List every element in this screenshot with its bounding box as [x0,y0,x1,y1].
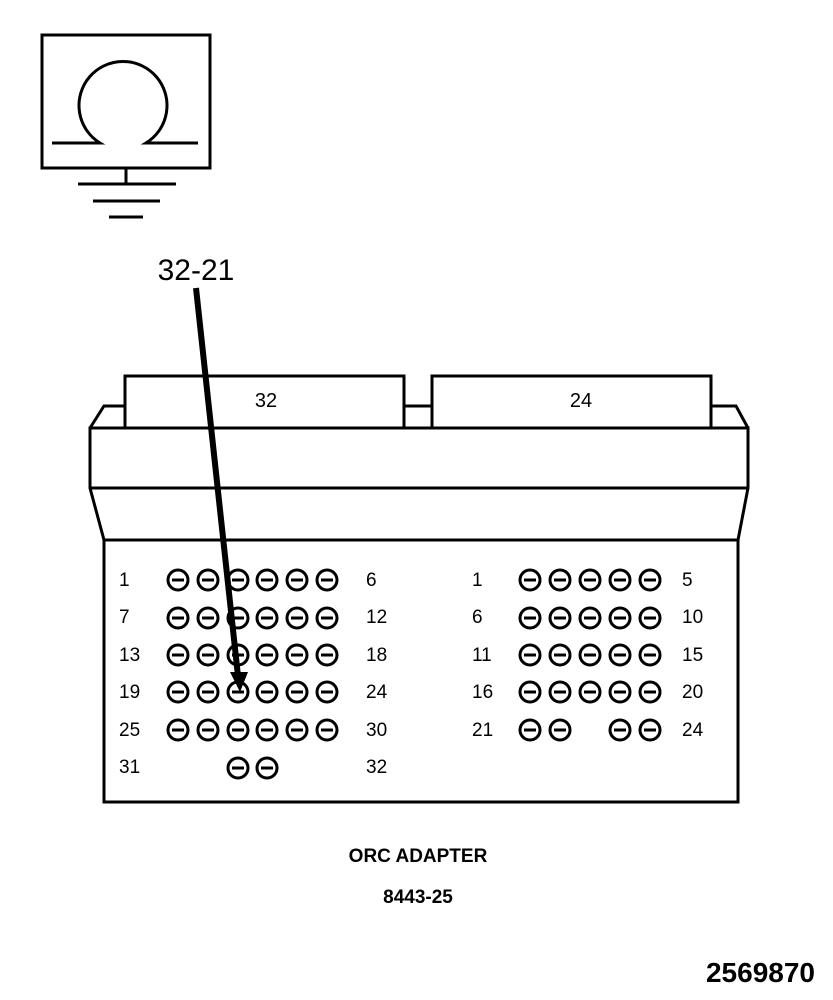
pin-socket [608,568,632,592]
pin-socket [285,606,309,630]
pin-socket [608,680,632,704]
pin-socket [548,718,572,742]
pin-socket [255,756,279,780]
pin-socket [226,718,250,742]
pin-socket [166,718,190,742]
pin-socket [196,606,220,630]
pin-socket [608,606,632,630]
pin-label: 25 [119,720,140,741]
pin-label: 1 [119,570,130,591]
pin-socket [518,606,542,630]
pin-label: 1 [472,570,483,591]
pin-label: 11 [472,645,492,666]
pin-label: 18 [366,645,387,666]
pin-socket [548,643,572,667]
pin-socket [196,643,220,667]
pin-label: 7 [119,607,130,628]
pin-socket [255,568,279,592]
pin-socket [638,606,662,630]
pin-socket [255,643,279,667]
adapter-shell [88,426,750,542]
pin-label: 20 [682,682,703,703]
connector-32-header-label: 32 [255,390,277,412]
pin-label: 6 [472,607,483,628]
pin-socket [518,643,542,667]
pin-socket [166,568,190,592]
omega-icon [52,59,198,145]
pin-socket [166,606,190,630]
pin-socket [638,643,662,667]
callout-label: 32-21 [158,254,235,287]
pin-socket [226,568,250,592]
pin-socket [548,606,572,630]
ohmmeter-box [40,33,212,170]
pin-socket [518,568,542,592]
pin-socket [196,680,220,704]
pin-label: 12 [366,607,387,628]
pin-socket [548,680,572,704]
pin-socket [638,568,662,592]
pin-label: 19 [119,682,140,703]
pin-socket [166,643,190,667]
connector-24-header-label: 24 [570,390,592,412]
pin-label: 6 [366,570,377,591]
pin-label: 15 [682,645,703,666]
pin-label: 21 [472,720,493,741]
pin-label: 32 [366,757,387,778]
pin-socket [285,718,309,742]
pin-socket [638,680,662,704]
callout-arrowhead [230,672,248,692]
pin-socket [315,680,339,704]
pin-socket [578,568,602,592]
pin-socket [285,643,309,667]
pin-socket [315,718,339,742]
connector-32-pin-labels: 1 6 7 12 13 18 19 24 25 30 31 32 [119,570,388,778]
pin-label: 16 [472,682,493,703]
pin-label: 5 [682,570,693,591]
pin-socket [548,568,572,592]
connector-32-pins [166,568,339,780]
pin-socket [518,718,542,742]
right-clip [711,404,750,429]
pin-socket [578,680,602,704]
pin-socket [255,606,279,630]
adapter-title: ORC ADAPTER [349,846,488,867]
pin-socket [638,718,662,742]
connector-24-pin-labels: 1 5 6 10 11 15 16 20 21 24 [472,570,704,741]
left-clip [88,404,125,429]
pin-socket [578,643,602,667]
pin-socket [196,718,220,742]
callout-arrow-shaft [193,287,241,677]
pin-socket [608,718,632,742]
document-number: 2569870 [706,957,815,988]
pin-socket [285,680,309,704]
pin-label: 10 [682,607,703,628]
pin-socket [226,756,250,780]
pin-socket [578,606,602,630]
pin-label: 24 [682,720,704,741]
pin-socket [285,568,309,592]
pin-label: 24 [366,682,388,703]
ohmmeter-symbol [40,33,212,219]
pin-socket [608,643,632,667]
pin-socket [518,680,542,704]
pin-socket [315,606,339,630]
pin-socket [166,680,190,704]
pin-socket [315,568,339,592]
adapter-body [88,374,750,804]
pin-socket [315,643,339,667]
pin-socket [196,568,220,592]
pin-socket [255,680,279,704]
pin-label: 30 [366,720,387,741]
pin-socket [255,718,279,742]
connector-24-pins [518,568,662,742]
pin-label: 13 [119,645,140,666]
connector-32-tab [123,374,406,430]
pin-label: 31 [119,757,140,778]
adapter-part-number: 8443-25 [383,887,453,908]
